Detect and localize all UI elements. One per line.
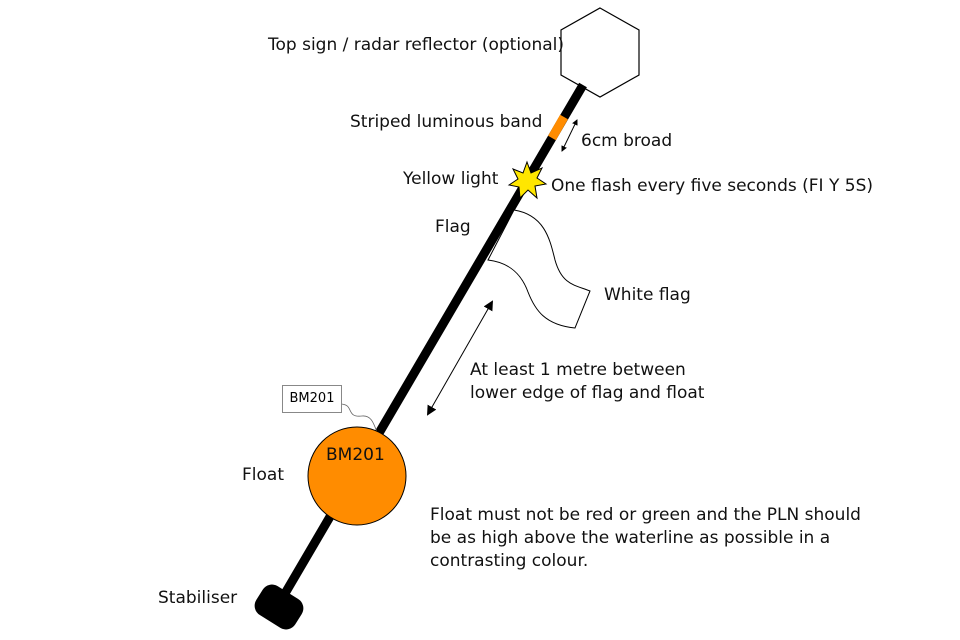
float-circle [307, 426, 407, 526]
flag-label: Flag [435, 217, 471, 237]
distance-label-1: At least 1 metre between [470, 360, 686, 380]
top-sign-hexagon [560, 7, 640, 98]
float-note-3: contrasting colour. [430, 551, 589, 571]
tag-string [339, 403, 378, 433]
white-flag-label: White flag [604, 285, 691, 305]
stabiliser-weight [254, 584, 304, 630]
band-width-label: 6cm broad [581, 131, 673, 151]
white-flag [487, 209, 591, 329]
distance-arrow [427, 300, 493, 416]
flash-label: One flash every five seconds (FI Y 5S) [551, 176, 873, 196]
top-sign-label: Top sign / radar reflector (optional) [268, 35, 564, 55]
float-label: Float [242, 465, 284, 485]
stabiliser-label: Stabiliser [158, 588, 238, 608]
luminous-band [548, 114, 568, 141]
float-note-2: be as high above the waterline as possib… [430, 528, 831, 548]
float-note-1: Float must not be red or green and the P… [430, 505, 861, 525]
pln-tag: BM201 [282, 385, 342, 413]
float-marking: BM201 [326, 445, 385, 465]
light-label: Yellow light [403, 169, 499, 189]
band-width-arrow [561, 119, 578, 152]
distance-label-2: lower edge of flag and float [470, 383, 705, 403]
band-label: Striped luminous band [350, 112, 543, 132]
yellow-light-star [507, 160, 548, 200]
